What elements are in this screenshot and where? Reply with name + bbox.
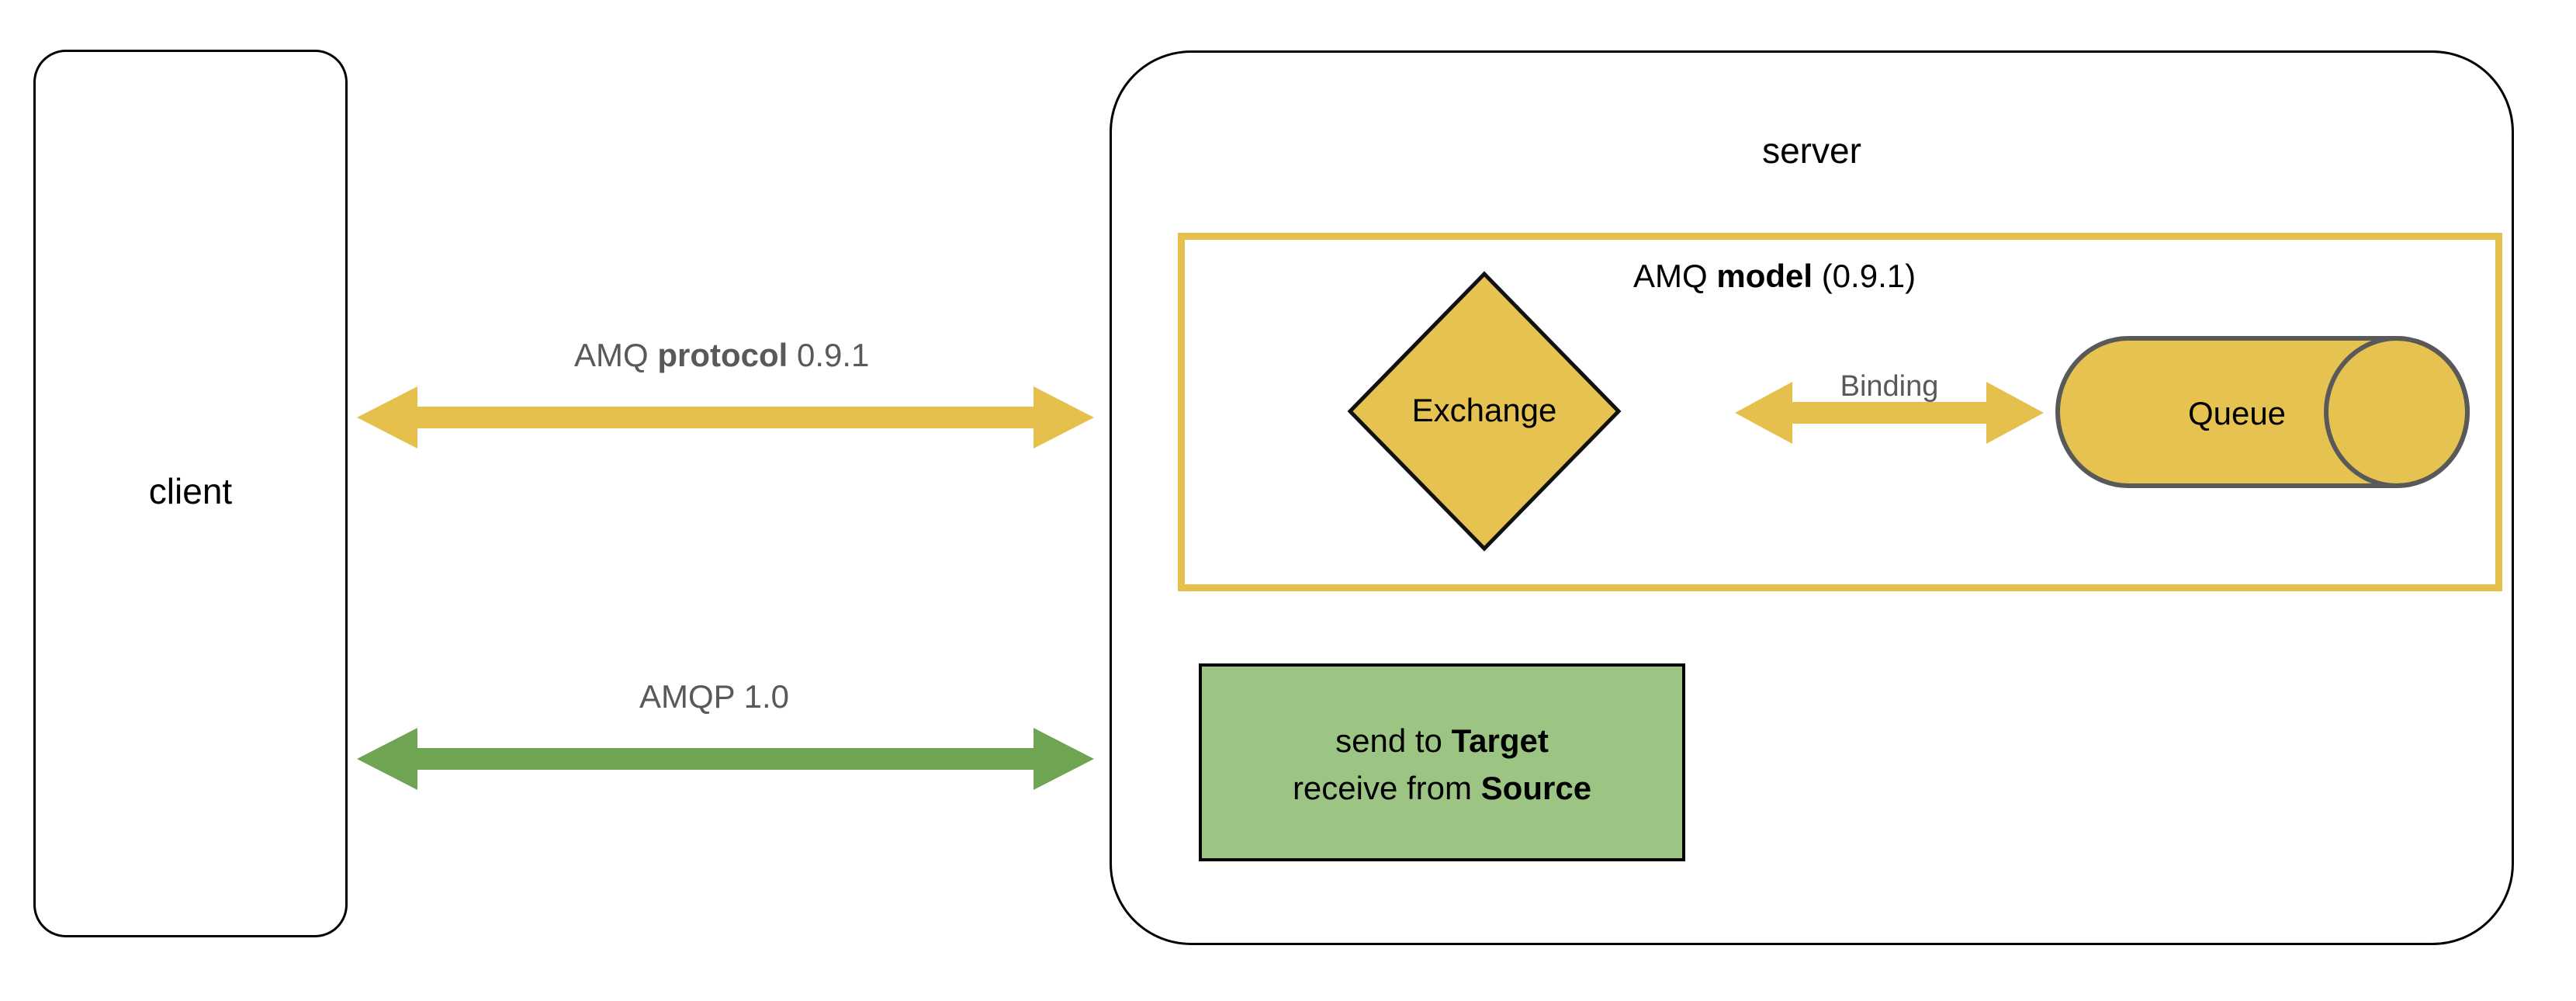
amqp-1-0-arrow-shape bbox=[357, 724, 1094, 794]
server-label: server bbox=[1762, 130, 1861, 171]
amq-protocol-caption-prefix: AMQ bbox=[574, 337, 658, 373]
receive-from-prefix: receive from bbox=[1292, 769, 1481, 806]
source-bold: Source bbox=[1480, 769, 1592, 806]
target-bold: Target bbox=[1451, 722, 1549, 759]
client-container bbox=[33, 50, 348, 937]
client-label: client bbox=[148, 471, 233, 511]
amq-model-label-bold: model bbox=[1716, 258, 1813, 294]
amq-model-label-prefix: AMQ bbox=[1633, 258, 1717, 294]
exchange-label: Exchange bbox=[1411, 392, 1557, 428]
queue-cylinder-shape bbox=[2055, 335, 2470, 489]
amq-protocol-arrow-shape bbox=[357, 383, 1094, 452]
amq-protocol-caption: AMQ protocol 0.9.1 bbox=[574, 337, 869, 374]
queue-label: Queue bbox=[2187, 395, 2287, 431]
binding-arrow-shape bbox=[1735, 380, 2044, 445]
amqp-terminus-line-2: receive from Source bbox=[1199, 765, 1685, 812]
amqp-1-0-caption: AMQP 1.0 bbox=[639, 678, 789, 715]
binding-label: Binding bbox=[1840, 370, 1939, 403]
amq-protocol-caption-suffix: 0.9.1 bbox=[788, 337, 870, 373]
amq-protocol-caption-bold: protocol bbox=[657, 337, 788, 373]
amqp-terminus-box bbox=[1199, 663, 1685, 861]
amqp-terminus-line-1: send to Target bbox=[1199, 718, 1685, 765]
amqp-1-0-caption-prefix: AMQP 1.0 bbox=[639, 678, 789, 715]
exchange-diamond-shape bbox=[1346, 270, 1622, 552]
amq-model-label: AMQ model (0.9.1) bbox=[1633, 258, 1916, 295]
amq-model-group-box bbox=[1178, 233, 2502, 591]
amqp-terminus-text: send to Target receive from Source bbox=[1199, 718, 1685, 812]
amq-model-label-suffix: (0.9.1) bbox=[1813, 258, 1916, 294]
send-to-prefix: send to bbox=[1335, 722, 1452, 759]
